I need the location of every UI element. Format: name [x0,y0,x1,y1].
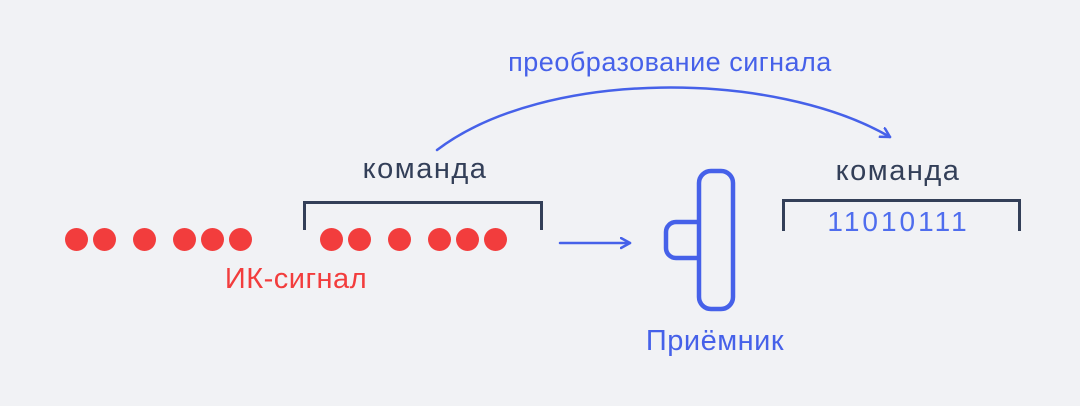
command-bracket-left [303,201,543,230]
signal-dot [320,228,343,251]
signal-dot [93,228,116,251]
receiver-shape [663,168,736,312]
ir-signal-dots-free [65,228,252,251]
signal-dot [173,228,196,251]
transformation-label: преобразование сигнала [508,47,832,77]
signal-dot [229,228,252,251]
signal-dot-cluster [388,228,411,251]
command-label-left: команда [362,153,488,185]
binary-code: 11010111 [827,206,970,237]
transformation-arrow [435,86,892,152]
receiver-body [696,168,736,312]
command-bracket-right [782,199,1021,231]
signal-dot [456,228,479,251]
signal-dot [484,228,507,251]
signal-dot [65,228,88,251]
signal-dot [348,228,371,251]
signal-dot [388,228,411,251]
command-label-right: команда [835,155,961,187]
signal-dot-cluster [173,228,252,251]
signal-dot [133,228,156,251]
signal-dot-cluster [133,228,156,251]
signal-dot-cluster [428,228,507,251]
signal-dot [201,228,224,251]
ir-signal-dots-bracketed [320,228,507,251]
signal-dot-cluster [320,228,371,251]
signal-dot-cluster [65,228,116,251]
ir-signal-label: ИК-сигнал [224,263,368,295]
signal-dot [428,228,451,251]
receiver-label: Приёмник [645,325,785,357]
